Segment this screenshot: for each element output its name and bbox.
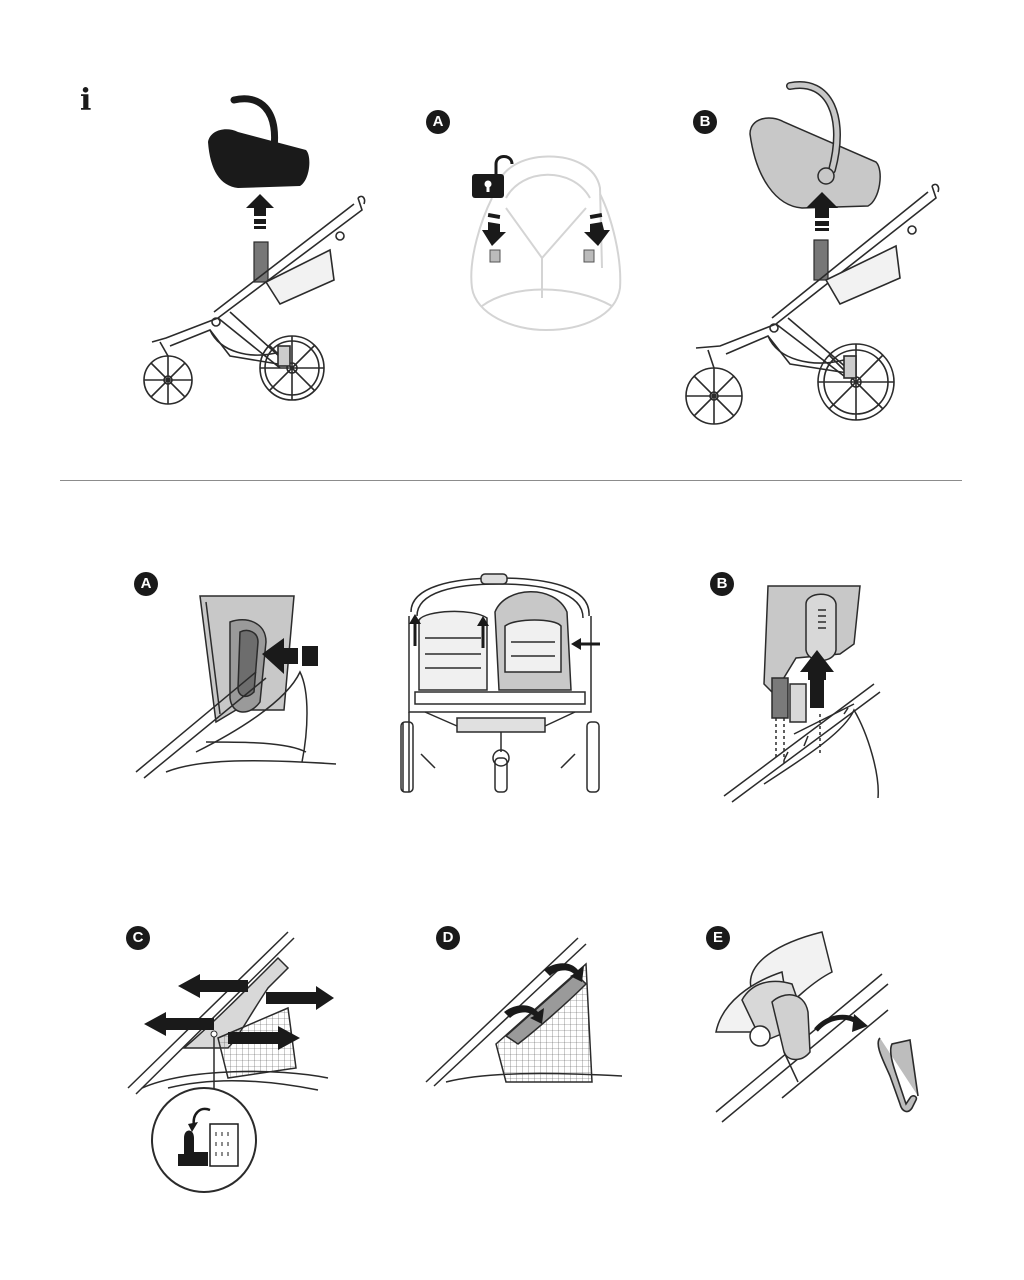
curved-arrow-icon: [814, 1014, 868, 1032]
step-badge-b-bottom: B: [710, 572, 734, 596]
stroller-with-gray-carseat-illustration: [685, 80, 940, 425]
down-arrow-right-icon: [583, 212, 610, 263]
pull-up-arrow-center-icon: [477, 616, 489, 648]
step-badge-e: E: [706, 926, 730, 950]
jogging-stroller-icon: [143, 195, 366, 405]
carseat-unlock-illustration: [470, 155, 622, 332]
lift-arrow-icon: [800, 650, 834, 708]
step-badge-c: C: [126, 926, 150, 950]
fabric-pull-arrows-icon: [144, 974, 334, 1050]
push-arrow-icon: [262, 638, 318, 674]
stroller-with-carseat-illustration: [143, 95, 366, 405]
up-arrow-icon: [246, 194, 274, 229]
pull-up-arrow-left-icon: [409, 614, 421, 646]
car-seat-outline-icon: [470, 155, 622, 332]
adapter-icon: [813, 239, 829, 281]
car-seat-gray-icon: [749, 80, 881, 209]
adapter-icon: [253, 241, 269, 283]
clip-remove-illustration: [715, 931, 919, 1123]
fabric-tuck-arrows-icon: [504, 963, 584, 1024]
fabric-tuck-illustration: [425, 937, 623, 1087]
car-seat-black-icon: [208, 95, 310, 188]
down-arrow-left-icon: [482, 212, 506, 263]
clip-icon: [877, 1037, 919, 1113]
up-arrow-icon: [806, 192, 838, 231]
double-stroller-front-illustration: [400, 573, 600, 793]
section-divider: [60, 480, 962, 481]
jogging-stroller-icon: [685, 183, 940, 425]
adapter-push-illustration: [135, 595, 337, 779]
fabric-pull-illustration: [127, 931, 334, 1193]
side-arrow-icon: [571, 638, 600, 650]
step-badge-d: D: [436, 926, 460, 950]
step-badge-a: A: [426, 110, 450, 134]
step-badge-a-bottom: A: [134, 572, 158, 596]
step-badge-b: B: [693, 110, 717, 134]
info-icon: i: [80, 83, 92, 118]
padlock-open-icon: [472, 155, 514, 198]
adapter-lift-illustration: [723, 585, 881, 803]
velcro-detail-icon: [151, 1087, 257, 1193]
